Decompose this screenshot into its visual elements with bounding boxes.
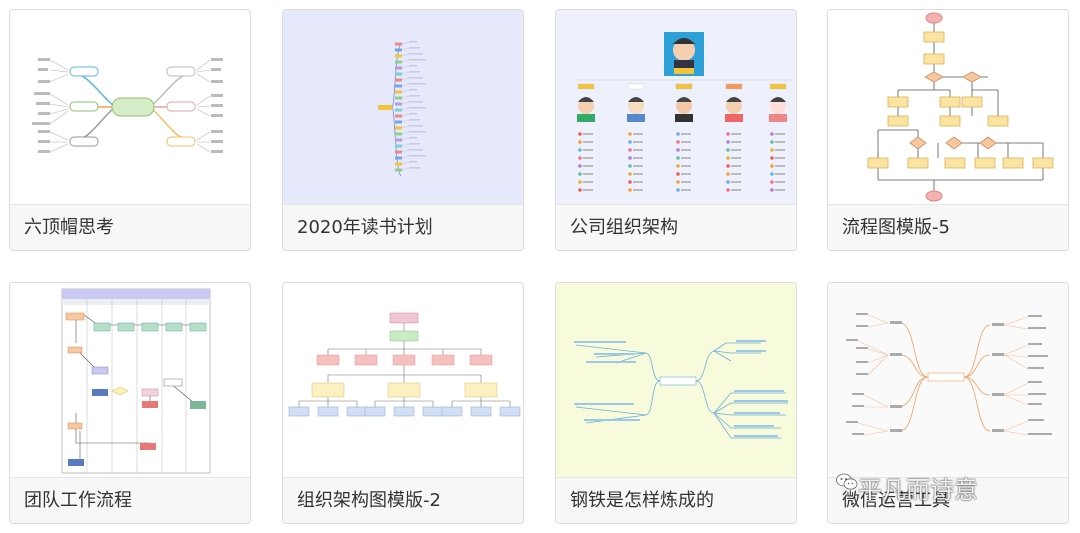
- template-card-flowchart-5[interactable]: 流程图模版-5: [827, 9, 1069, 251]
- template-title: 2020年读书计划: [283, 204, 523, 250]
- template-card-steel-tempered[interactable]: 钢铁是怎样炼成的: [555, 282, 797, 524]
- template-title: 组织架构图模版-2: [283, 477, 523, 523]
- wechat-icon: [836, 472, 858, 496]
- template-title: 流程图模版-5: [828, 204, 1068, 250]
- template-card-company-org[interactable]: 公司组织架构: [555, 9, 797, 251]
- template-title: 六顶帽思考: [10, 204, 250, 250]
- template-card-org-chart-2[interactable]: 组织架构图模版-2: [282, 282, 524, 524]
- template-card-reading-plan[interactable]: 2020年读书计划: [282, 9, 524, 251]
- template-thumbnail: [828, 10, 1068, 204]
- template-title: 公司组织架构: [556, 204, 796, 250]
- template-card-team-workflow[interactable]: 团队工作流程: [9, 282, 251, 524]
- template-thumbnail: [556, 10, 796, 204]
- template-thumbnail: [10, 10, 250, 204]
- template-title: 钢铁是怎样炼成的: [556, 477, 796, 523]
- template-card-six-hats[interactable]: 六顶帽思考: [9, 9, 251, 251]
- template-thumbnail: [10, 283, 250, 477]
- template-thumbnail: [556, 283, 796, 477]
- template-thumbnail: [828, 283, 1068, 477]
- template-thumbnail: [283, 10, 523, 204]
- watermark-text: 平凡而诗意: [858, 470, 978, 505]
- template-title: 团队工作流程: [10, 477, 250, 523]
- template-thumbnail: [283, 283, 523, 477]
